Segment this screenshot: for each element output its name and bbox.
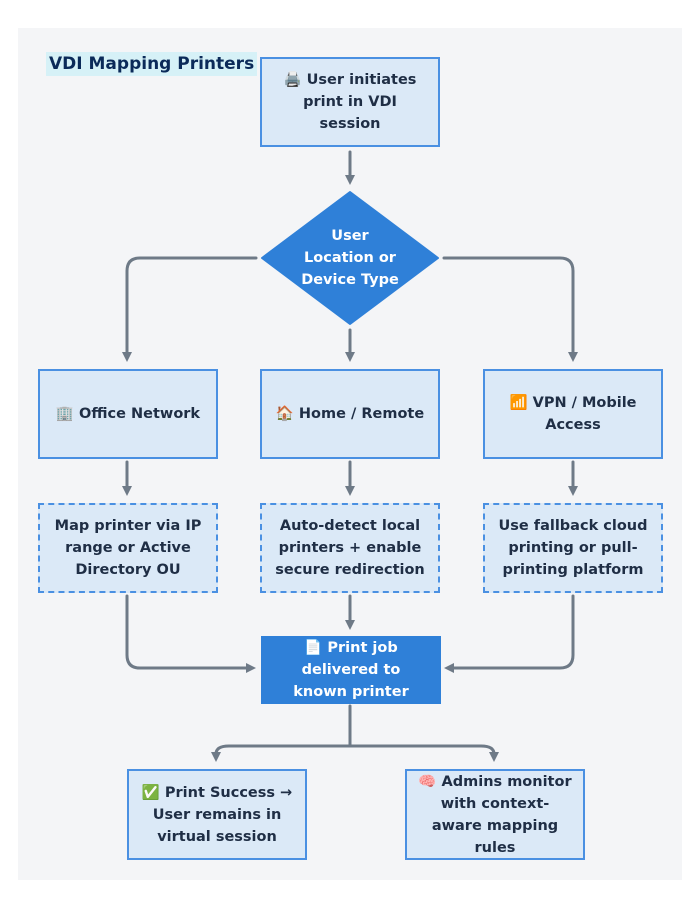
node-office-action: Map printer via IP range or Active Direc… [38, 503, 218, 593]
brain-icon: 🧠 [418, 773, 437, 790]
signal-bars-icon: 📶 [509, 395, 528, 411]
edge-delivered-admins [348, 744, 499, 762]
decision-diamond [261, 191, 439, 325]
office-building-icon: 🏢 [55, 406, 74, 422]
node-decision-location: User Location or Device Type [301, 228, 399, 288]
node-vpn-action: Use fallback cloud printing or pull-prin… [483, 503, 663, 593]
node-vpn-mobile: 📶 VPN / Mobile Access [483, 369, 663, 459]
edge-decision-office [122, 256, 258, 362]
node-admins-monitor: 🧠 Admins monitor with context-aware mapp… [405, 769, 585, 860]
node-office-network: 🏢 Office Network [38, 369, 218, 459]
node-print-success: ✅ Print Success → User remains in virtua… [127, 769, 307, 860]
edge-delivered-success [211, 704, 352, 762]
diagram-title: VDI Mapping Printers [46, 52, 258, 76]
printer-icon: 🖨️ [283, 72, 302, 88]
house-icon: 🏠 [275, 406, 294, 422]
check-mark-icon: ✅ [141, 784, 160, 801]
edge-vpn-delivered [444, 594, 575, 673]
edge-decision-vpn [442, 256, 578, 362]
node-print-delivered: 📄 Print job delivered to known printer [261, 636, 441, 704]
edge-office-delivered [125, 594, 256, 673]
node-user-initiates-print: 🖨️ User initiates print in VDI session [260, 57, 440, 147]
node-home-action: Auto-detect local printers + enable secu… [260, 503, 440, 593]
document-icon: 📄 [304, 640, 323, 656]
node-home-remote: 🏠 Home / Remote [260, 369, 440, 459]
